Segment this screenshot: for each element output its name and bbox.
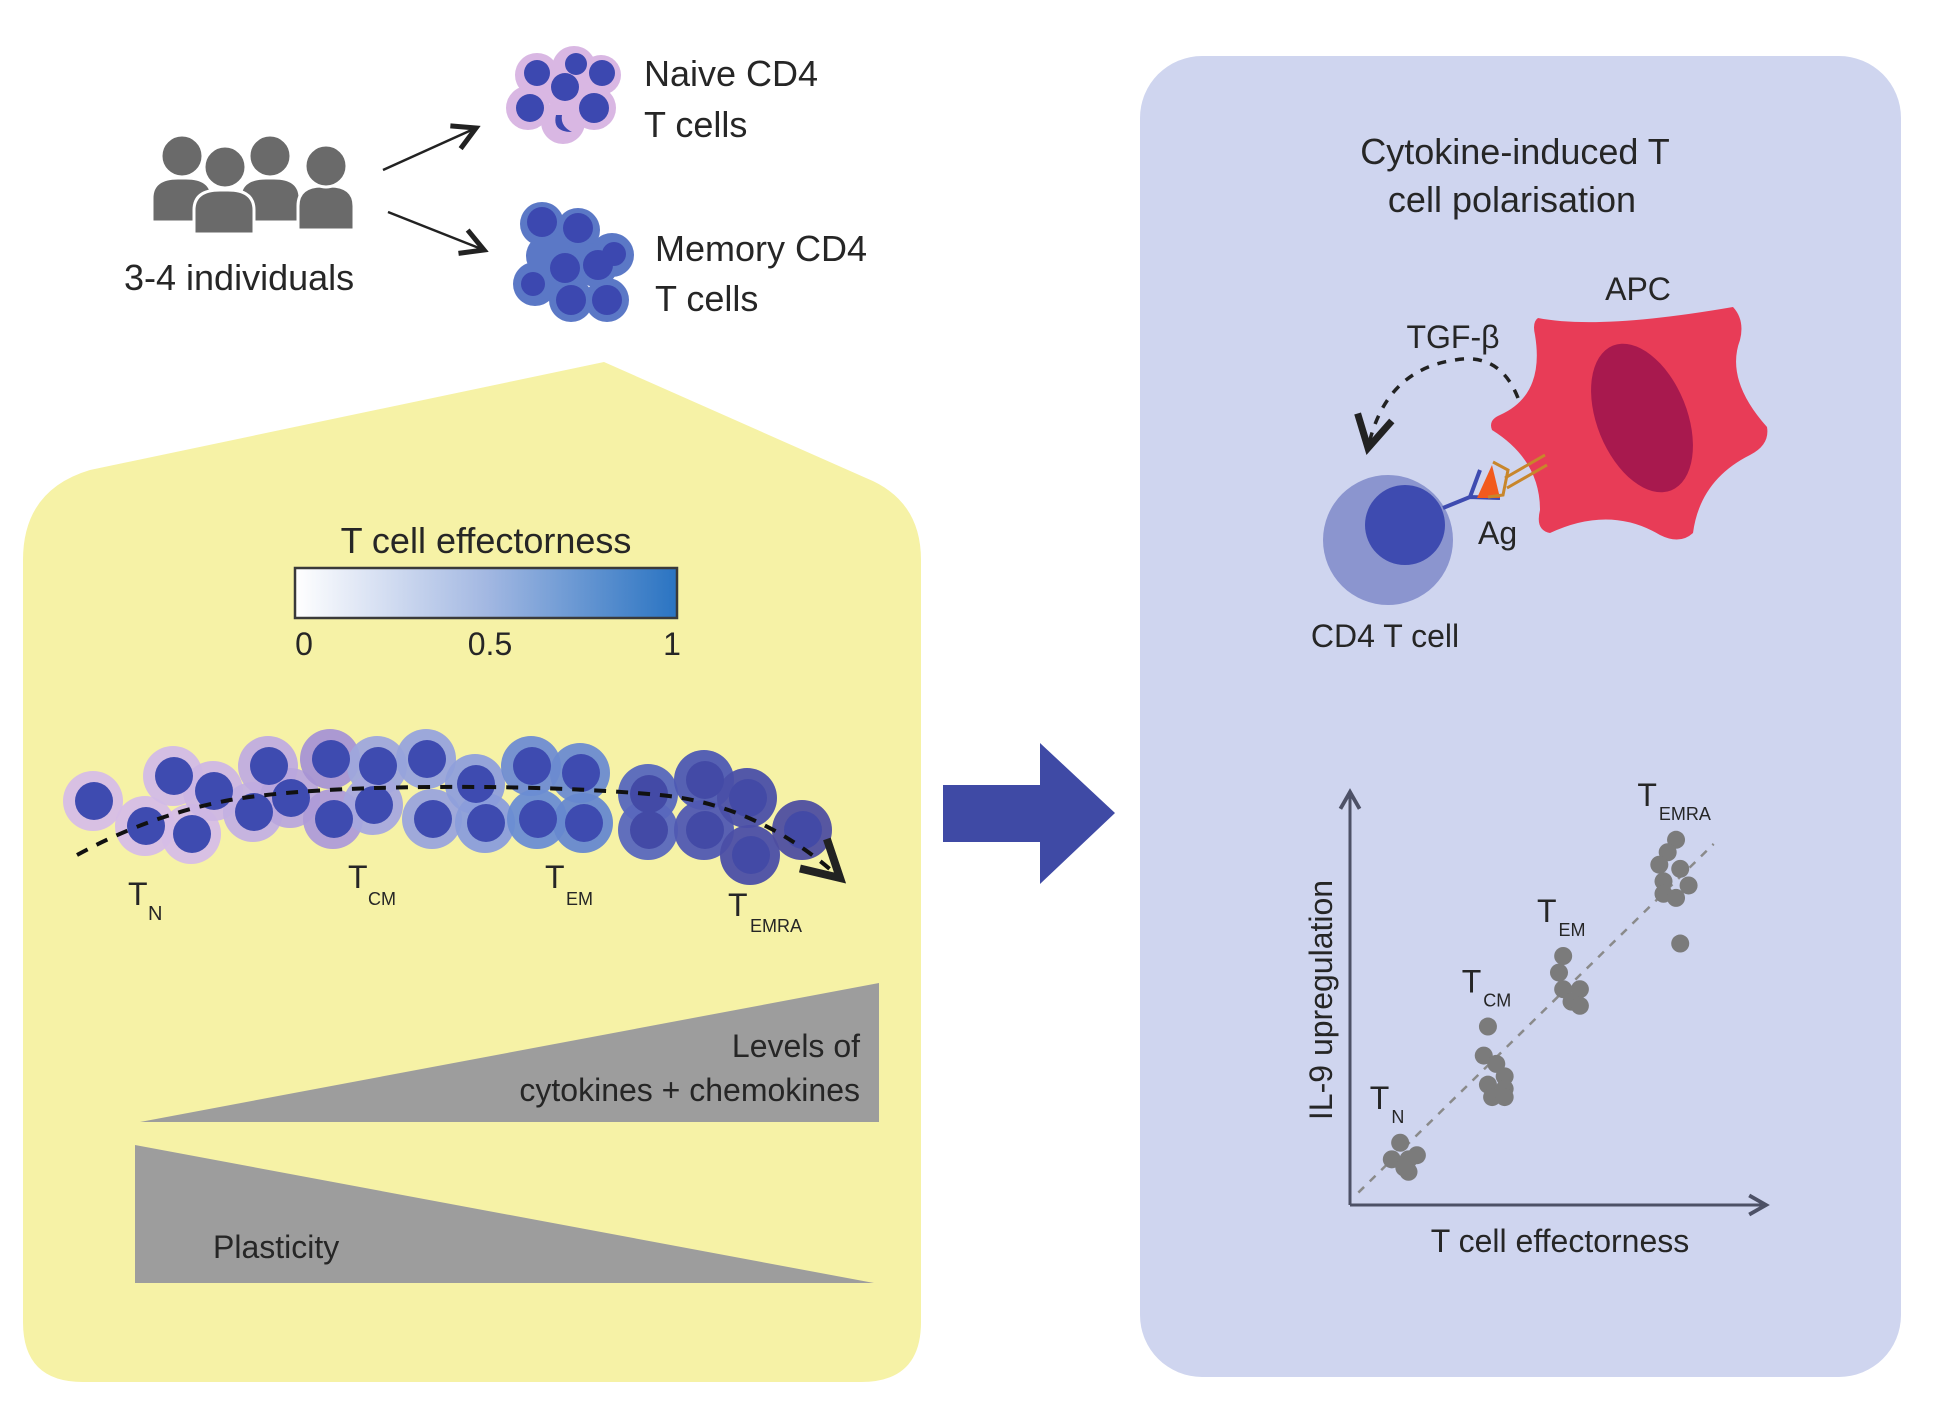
x-axis-label: T cell effectorness xyxy=(1431,1223,1690,1259)
cell-nucleus xyxy=(155,757,193,795)
scatter-point-temra xyxy=(1654,872,1673,891)
cell-nucleus xyxy=(195,772,233,810)
cell-nucleus xyxy=(519,800,557,838)
individuals-label: 3-4 individuals xyxy=(124,257,354,298)
svg-text:T: T xyxy=(545,859,565,895)
svg-text:T: T xyxy=(128,876,148,912)
cell-nucleus xyxy=(250,747,288,785)
svg-text:T: T xyxy=(728,887,748,923)
scatter-point-tn xyxy=(1407,1146,1426,1165)
memory-cell-cluster-icon xyxy=(513,202,634,322)
cell-nucleus xyxy=(732,836,770,874)
antigen-label: Ag xyxy=(1478,515,1517,551)
naive-label-line1: Naive CD4 xyxy=(644,53,818,94)
tgf-beta-label: TGF-β xyxy=(1406,319,1499,355)
cell-nucleus xyxy=(686,761,724,799)
scatter-point-temra xyxy=(1671,859,1690,878)
cytokine-wedge-label-line1: Levels of xyxy=(732,1028,860,1064)
svg-text:EMRA: EMRA xyxy=(750,916,802,936)
effectorness-colorbar xyxy=(293,566,679,620)
cell-nucleus xyxy=(127,807,165,845)
cell-nucleus xyxy=(75,782,113,820)
cell-nucleus xyxy=(630,811,668,849)
scatter-point-tem xyxy=(1570,996,1589,1015)
people-icon xyxy=(150,133,356,236)
cell-nucleus xyxy=(408,740,446,778)
scatter-point-tcm xyxy=(1478,1017,1497,1036)
svg-text:EM: EM xyxy=(566,889,593,909)
decreasing-plasticity-wedge xyxy=(135,1145,874,1283)
cell-nucleus xyxy=(784,811,822,849)
apc-label: APC xyxy=(1605,271,1671,307)
colorbar-tick-0: 0 xyxy=(295,626,313,662)
scatter-point-tn xyxy=(1395,1158,1414,1177)
cell-nucleus xyxy=(729,779,767,817)
subset-label-tcm: T CM xyxy=(348,859,396,909)
colorbar-tick-1: 1 xyxy=(663,626,681,662)
cell-nucleus xyxy=(359,747,397,785)
memory-label-line2: T cells xyxy=(655,278,758,319)
cell-nucleus xyxy=(414,800,452,838)
colorbar-tick-0.5: 0.5 xyxy=(468,626,512,662)
apc-cell-icon xyxy=(1491,307,1768,540)
tcr-mhc-antigen-icon xyxy=(1442,453,1548,510)
scatter-point-temra xyxy=(1667,888,1686,907)
increasing-cytokine-wedge xyxy=(140,983,879,1122)
arrow-to-memory-icon xyxy=(387,210,484,250)
individuals-group: 3-4 individuals xyxy=(124,133,356,298)
cd4-t-cell-label: CD4 T cell xyxy=(1311,618,1459,654)
cell-nucleus xyxy=(565,804,603,842)
svg-text:CM: CM xyxy=(368,889,396,909)
polarisation-panel xyxy=(1140,56,1901,1377)
subset-label-tn: T N xyxy=(128,876,162,925)
scatter-point-tcm xyxy=(1495,1067,1514,1086)
cell-nucleus xyxy=(272,779,310,817)
trend-line xyxy=(1357,843,1715,1194)
apc-nucleus-icon xyxy=(1591,343,1693,493)
cell-nucleus xyxy=(235,793,273,831)
naive-cell-cluster-icon xyxy=(506,46,621,144)
scatter-point-temra xyxy=(1650,855,1669,874)
differentiation-cell-chain xyxy=(63,729,832,885)
arrow-to-naive-icon xyxy=(382,128,476,172)
scatter-point-temra xyxy=(1679,876,1698,895)
cd4-t-cell-icon xyxy=(1323,475,1453,605)
cell-nucleus xyxy=(467,804,505,842)
cell-nucleus xyxy=(513,747,551,785)
big-right-arrow-icon xyxy=(943,743,1115,884)
scatter-point-tcm xyxy=(1495,1088,1514,1107)
cell-nucleus xyxy=(562,754,600,792)
cell-nucleus xyxy=(686,811,724,849)
cell-nucleus xyxy=(315,800,353,838)
scatter-point-tem xyxy=(1550,963,1568,982)
svg-text:T: T xyxy=(348,859,368,895)
cytokine-wedge-label-line2: cytokines + chemokines xyxy=(519,1072,860,1108)
naive-label-line2: T cells xyxy=(644,104,747,145)
memory-label-line1: Memory CD4 xyxy=(655,228,867,269)
svg-text:N: N xyxy=(148,903,162,925)
subset-label-temra: T EMRA xyxy=(728,887,802,936)
cell-nucleus xyxy=(355,786,393,824)
effectorness-panel xyxy=(23,362,921,1382)
scatter-point-temra xyxy=(1671,934,1690,953)
colorbar-title: T cell effectorness xyxy=(341,520,632,561)
cell-nucleus xyxy=(173,815,211,853)
scatter-point-tn xyxy=(1391,1133,1410,1152)
scatter-point-tem xyxy=(1554,947,1573,965)
cell-nucleus xyxy=(312,740,350,778)
y-axis-label: IL-9 upregulation xyxy=(1303,880,1339,1120)
scatter-point-tcm xyxy=(1483,1088,1502,1107)
subset-label-tem: T EM xyxy=(545,859,593,909)
polarisation-title-line2: cell polarisation xyxy=(1388,179,1636,220)
plasticity-wedge-label: Plasticity xyxy=(213,1229,339,1265)
cell-nucleus xyxy=(457,765,495,803)
polarisation-title-line1: Cytokine-induced T xyxy=(1360,131,1670,172)
